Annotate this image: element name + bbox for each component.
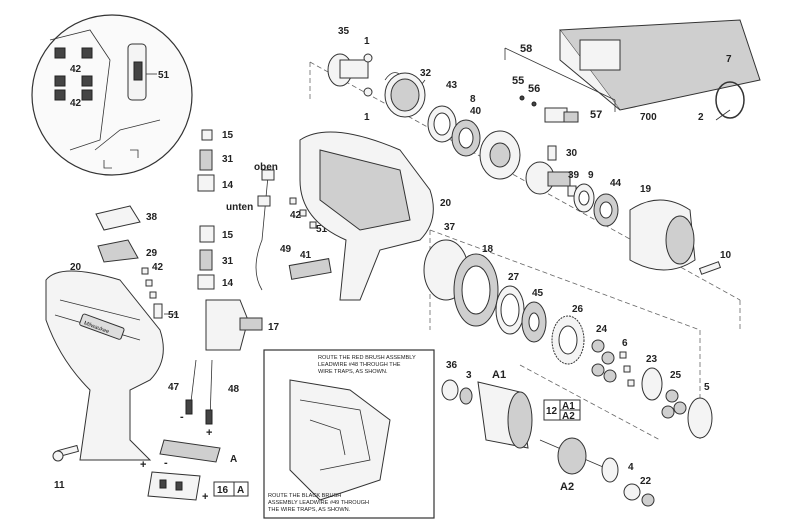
housing-right: 20: [299, 131, 452, 301]
planetary-group: 24 6 23 25 5: [591, 324, 713, 439]
label-9: 9: [588, 170, 594, 181]
label-23: 23: [646, 354, 658, 365]
label-41: 41: [300, 250, 312, 261]
minus-sign-1: -: [180, 411, 184, 423]
label-49: 49: [280, 244, 292, 255]
case-group: 58 55 56 57 700: [504, 19, 761, 123]
label-8: 8: [470, 94, 476, 105]
red-route-note-3: WIRE TRAPS, AS SHOWN.: [318, 369, 388, 375]
label-35: 35: [338, 26, 350, 37]
label-A-box: A: [237, 485, 244, 496]
label-unten: unten: [226, 202, 253, 213]
label-29: 29: [146, 248, 158, 259]
label-20b: 20: [70, 262, 82, 273]
housing-left: Milwaukee 20: [45, 262, 164, 461]
label-15b: 15: [222, 230, 234, 241]
label-40: 40: [470, 106, 482, 117]
label-30: 30: [566, 148, 578, 159]
nose-group: 30 39 9 44 19 10: [525, 145, 732, 275]
label-31a: 31: [222, 154, 234, 165]
red-route-note-2: LEADWIRE #48 THROUGH THE: [318, 362, 401, 368]
label-56: 56: [528, 83, 540, 95]
screw-11: 11: [52, 444, 80, 491]
red-route-note-1: ROUTE THE RED BRUSH ASSEMBLY: [318, 355, 416, 361]
label-27: 27: [508, 272, 520, 283]
label-48: 48: [228, 384, 240, 395]
label-12: 12: [546, 406, 558, 417]
plus-sign-1: +: [206, 427, 212, 439]
label-58: 58: [520, 43, 532, 55]
label-6: 6: [622, 338, 628, 349]
label-36: 36: [446, 360, 458, 371]
label-7: 7: [726, 54, 732, 65]
plus-sign-2: +: [140, 459, 146, 471]
label-42b: 42: [70, 98, 82, 109]
label-A1: A1: [492, 369, 506, 381]
label-A1-box: A1: [562, 401, 575, 412]
label-44: 44: [610, 178, 622, 189]
label-25: 25: [670, 370, 682, 381]
label-37: 37: [444, 222, 456, 233]
label-57: 57: [590, 109, 602, 121]
label-A-terminal: A: [230, 454, 237, 465]
label-24: 24: [596, 324, 608, 335]
label-15a: 15: [222, 130, 234, 141]
label-17: 17: [268, 322, 280, 333]
label-16: 16: [217, 485, 229, 496]
label-14a: 14: [222, 180, 234, 191]
gear-housing-group: 37 18 27 45 26: [423, 222, 585, 365]
label-10: 10: [720, 250, 732, 261]
label-31b: 31: [222, 256, 234, 267]
label-43: 43: [446, 80, 458, 91]
label-14b: 14: [222, 278, 234, 289]
label-700: 700: [640, 112, 657, 123]
wire-routing-inset: ROUTE THE RED BRUSH ASSEMBLY LEADWIRE #4…: [263, 349, 435, 519]
terminal-group: A + - + 16 A: [140, 439, 249, 503]
label-2: 2: [698, 112, 704, 123]
label-A2-box: A2: [562, 411, 575, 422]
label-22: 22: [640, 476, 652, 487]
label-26: 26: [572, 304, 584, 315]
retainer-group: 7 2: [698, 54, 745, 123]
label-20a: 20: [440, 198, 452, 209]
label-42d: 42: [152, 262, 164, 273]
label-45: 45: [532, 288, 544, 299]
label-51b: 51: [316, 224, 328, 235]
label-oben: oben: [254, 162, 278, 173]
label-51a: 51: [158, 70, 170, 81]
label-18: 18: [482, 244, 494, 255]
label-47: 47: [168, 382, 180, 393]
label-11: 11: [54, 480, 65, 491]
motor-group: 36 3 A1 12 A1 A2 A2 4 22: [441, 360, 655, 507]
black-route-note-1: ROUTE THE BLACK BRUSH: [268, 493, 341, 499]
label-39: 39: [568, 170, 580, 181]
label-1a: 1: [364, 36, 370, 47]
label-32: 32: [420, 68, 432, 79]
black-route-note-2: ASSEMBLY LEADWIRE #49 THROUGH: [268, 500, 369, 506]
detail-magnifier: 42 42 51: [31, 14, 193, 176]
pad-group: 38 29 42 51: [95, 205, 180, 321]
label-A2: A2: [560, 481, 574, 493]
label-38: 38: [146, 212, 158, 223]
label-55: 55: [512, 75, 524, 87]
minus-sign-2: -: [164, 457, 168, 469]
label-42c: 42: [290, 210, 302, 221]
black-route-note-3: THE WIRE TRAPS, AS SHOWN.: [268, 507, 351, 513]
label-5: 5: [704, 382, 710, 393]
label-42a: 42: [70, 64, 82, 75]
plus-sign-3: +: [202, 491, 208, 503]
switch-group: 17 47 48 - +: [168, 299, 280, 439]
label-3: 3: [466, 370, 472, 381]
label-4: 4: [628, 462, 634, 473]
label-1b: 1: [364, 112, 370, 123]
spindle-group: 35 1 1 32 43 8 40: [327, 26, 521, 180]
label-51c: 51: [168, 310, 180, 321]
label-19: 19: [640, 184, 652, 195]
